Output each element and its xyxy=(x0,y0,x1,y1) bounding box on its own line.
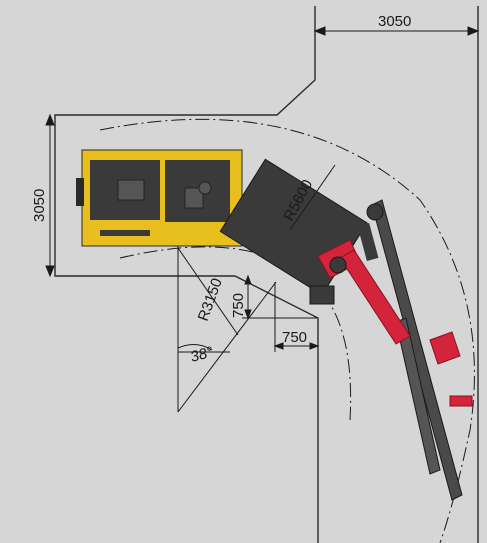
feed-beam xyxy=(371,199,463,501)
top-width-label: 3050 xyxy=(378,13,411,30)
turning-arcs xyxy=(99,118,475,543)
cabin-round-detail xyxy=(198,181,212,195)
offset-horizontal-dimension xyxy=(273,282,320,352)
carrier-bottom-detail xyxy=(100,230,150,236)
boom-cylinder xyxy=(357,223,379,261)
red-boom-small xyxy=(429,331,461,365)
offset-horizontal-label: 750 xyxy=(282,329,307,346)
carrier-bottom-strip xyxy=(88,226,234,240)
outer-turning-arc xyxy=(99,118,475,543)
machine-carrier xyxy=(76,149,243,247)
angle-arc xyxy=(177,344,213,351)
top-width-dimension xyxy=(313,26,480,36)
feed-beam-secondary xyxy=(395,317,441,475)
diagonal-construction-line xyxy=(177,281,277,413)
tunnel-wall-inner xyxy=(54,6,319,543)
radius-inner-line xyxy=(177,247,239,336)
inner-turning-arc xyxy=(119,246,352,421)
angle-label: 38° xyxy=(189,344,215,366)
inner-radius-label: R3150 xyxy=(195,276,226,323)
red-boom-arm xyxy=(339,249,411,345)
front-bumper xyxy=(76,178,84,206)
outer-radius-line xyxy=(289,164,336,231)
tunnel-walls xyxy=(54,6,479,543)
boom-joint xyxy=(366,203,384,221)
left-height-dimension xyxy=(45,113,55,278)
boom-base-bracket xyxy=(309,285,335,305)
cabin-window-b xyxy=(184,187,204,209)
boom-pivot xyxy=(329,256,347,274)
offset-vertical-label: 750 xyxy=(230,293,247,318)
construction-lines xyxy=(177,234,277,413)
red-boom-tip xyxy=(449,395,473,407)
left-height-label: 3050 xyxy=(31,189,48,222)
cabin-window-a xyxy=(117,179,145,201)
drill-boom-assembly xyxy=(309,199,473,501)
offset-vertical-dimension xyxy=(242,274,318,320)
